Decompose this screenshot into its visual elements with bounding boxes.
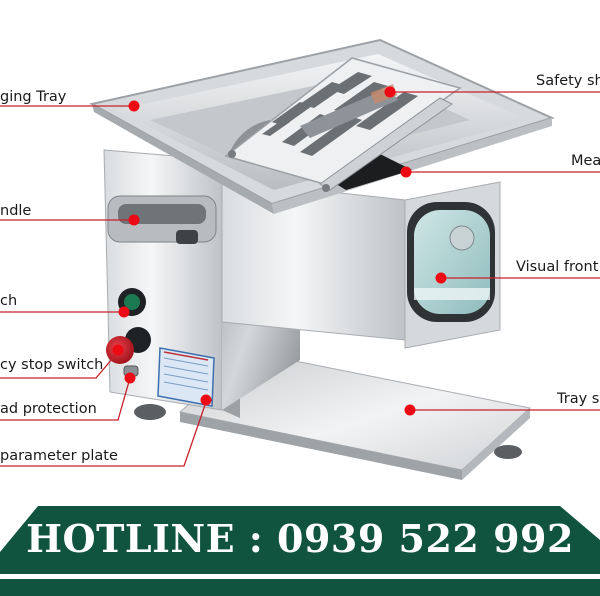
hotline-banner bbox=[0, 506, 600, 596]
label-tray-support: Tray s bbox=[557, 391, 600, 407]
label-emergency-stop-switch: cy stop switch bbox=[0, 357, 104, 373]
label-switch: ch bbox=[0, 293, 18, 309]
callout-dot-traysupport-icon bbox=[404, 404, 416, 416]
callout-dot-handle-icon bbox=[128, 214, 140, 226]
callout-dot-safety-icon bbox=[384, 86, 396, 98]
label-safety-shield: Safety sh bbox=[536, 73, 600, 89]
callout-dot-meat-icon bbox=[400, 166, 412, 178]
callout-dot-visual-icon bbox=[435, 272, 447, 284]
callout-dot-tray-icon bbox=[128, 100, 140, 112]
callout-dot-emergency-icon bbox=[112, 344, 124, 356]
label-feeding-tray: ging Tray bbox=[0, 89, 67, 105]
label-handle: ndle bbox=[0, 203, 32, 219]
callout-dot-plate-icon bbox=[200, 394, 212, 406]
callout-dot-overload-icon bbox=[124, 372, 136, 384]
hotline-text[interactable]: HOTLINE : 0939 522 992 bbox=[26, 516, 574, 561]
callout-dot-switch-icon bbox=[118, 306, 130, 318]
label-meat-inlet: Mea bbox=[571, 153, 600, 169]
label-overload-protection: ad protection bbox=[0, 401, 97, 417]
label-visual-front-window: Visual front bbox=[516, 259, 599, 275]
label-parameter-plate: parameter plate bbox=[0, 448, 118, 464]
